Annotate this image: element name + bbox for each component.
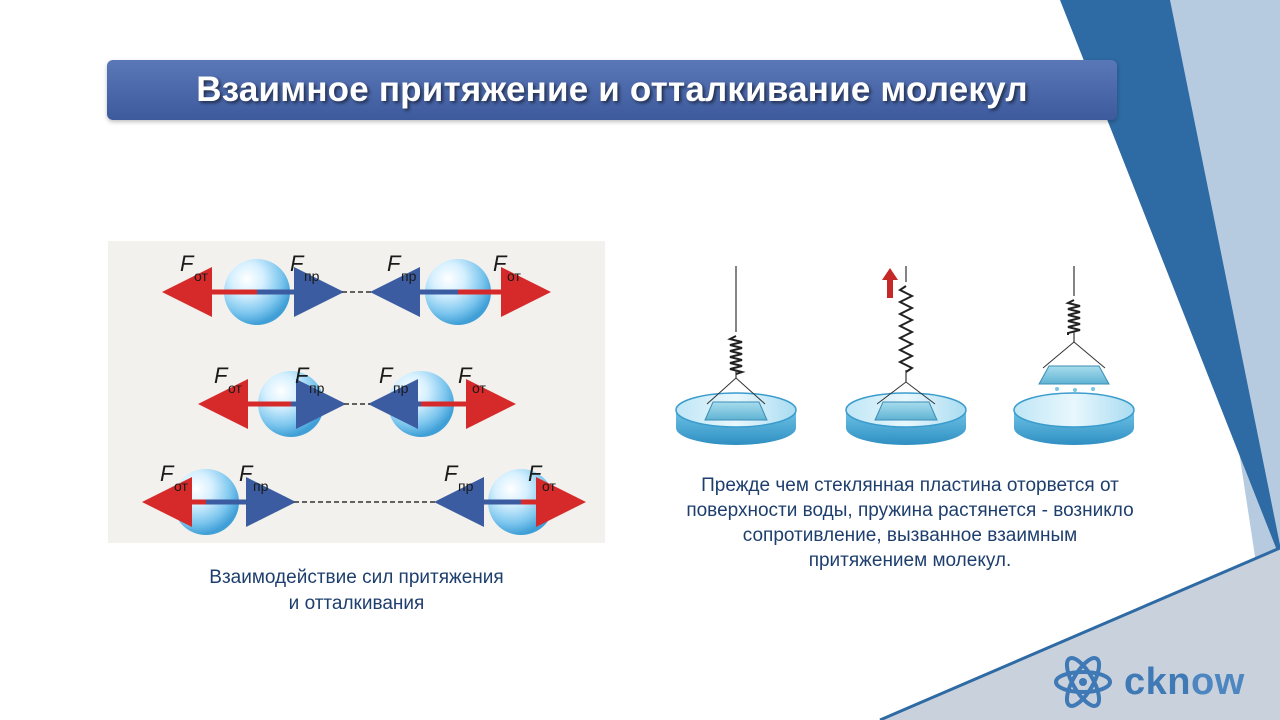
force-label-sub: пр	[393, 380, 409, 396]
molecule-pair-row-2: F от F пр F пр F от	[198, 363, 516, 437]
up-arrow-icon	[882, 268, 898, 298]
spring	[1065, 299, 1081, 335]
force-label-symbol: F	[180, 251, 195, 276]
spring-plate-experiment	[675, 266, 1135, 445]
force-label-sub: пр	[309, 380, 325, 396]
caption-line: Взаимодействие сил притяжения	[209, 567, 504, 588]
molecule-pair-row-1: F от F пр F пр F от	[162, 251, 551, 325]
force-label-sub: от	[228, 380, 242, 396]
molecule-pair-row-3: F от F пр F пр F от	[142, 461, 586, 535]
force-label-symbol: F	[295, 363, 310, 388]
molecular-forces-diagram: F от F пр F пр F от F от F пр F пр F от	[108, 241, 605, 543]
glass-plate	[1038, 365, 1110, 385]
force-label-symbol: F	[239, 461, 254, 486]
logo-text-part: ckn	[1124, 660, 1191, 703]
force-label-symbol: F	[528, 461, 543, 486]
title-bar: Взаимное притяжение и отталкивание молек…	[107, 60, 1117, 120]
caption-line: поверхности воды, пружина растянется - в…	[686, 500, 1134, 521]
force-label-sub: пр	[458, 478, 474, 494]
force-label-symbol: F	[160, 461, 175, 486]
stage-3-plate-detached	[1013, 266, 1135, 445]
glass-plate	[704, 401, 768, 421]
force-label-symbol: F	[214, 363, 229, 388]
cknow-logo: cknow	[1052, 651, 1272, 713]
force-label-sub: от	[194, 268, 208, 284]
caption-line: сопротивление, вызванное взаимным	[742, 525, 1078, 546]
right-figure-caption: Прежде чем стеклянная пластина оторвется…	[665, 473, 1155, 573]
force-label-symbol: F	[458, 363, 473, 388]
stage-2-spring-stretched	[845, 266, 967, 445]
force-label-sub: пр	[253, 478, 269, 494]
force-label-symbol: F	[290, 251, 305, 276]
caption-line: Прежде чем стеклянная пластина оторвется…	[701, 475, 1119, 496]
force-label-sub: пр	[401, 268, 417, 284]
water-surface	[1013, 392, 1135, 428]
force-label-sub: от	[507, 268, 521, 284]
caption-line: и отталкивания	[288, 593, 425, 614]
spring	[897, 285, 915, 373]
force-label-symbol: F	[444, 461, 459, 486]
slide-title: Взаимное притяжение и отталкивание молек…	[196, 70, 1028, 109]
force-label-sub: от	[542, 478, 556, 494]
force-label-symbol: F	[387, 251, 402, 276]
logo-text-part: ow	[1190, 660, 1245, 703]
force-label-symbol: F	[379, 363, 394, 388]
caption-line: притяжением молекул.	[808, 550, 1012, 571]
force-label-sub: от	[174, 478, 188, 494]
left-figure-caption: Взаимодействие сил притяжения и отталкив…	[108, 565, 605, 617]
glass-plate	[874, 401, 938, 421]
force-label-sub: от	[472, 380, 486, 396]
atom-icon	[1054, 656, 1112, 708]
logo-text: cknow	[1124, 661, 1245, 704]
stage-1-plate-on-water	[675, 266, 797, 445]
force-label-symbol: F	[493, 251, 508, 276]
force-label-sub: пр	[304, 268, 320, 284]
spring	[727, 335, 746, 375]
